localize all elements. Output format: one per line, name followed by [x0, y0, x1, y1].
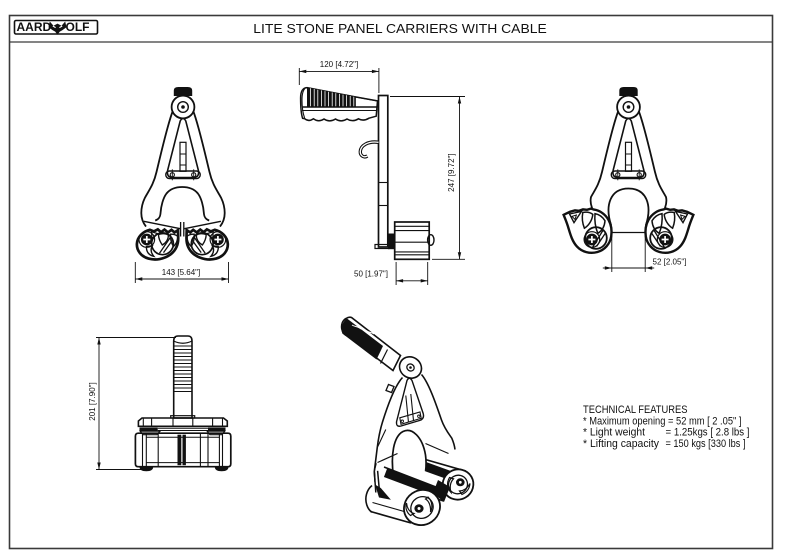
svg-text:AARD: AARD	[17, 20, 52, 34]
svg-text:52 [2.05"]: 52 [2.05"]	[653, 258, 687, 267]
svg-text:LITE STONE PANEL CARRIERS WIT: LITE STONE PANEL CARRIERS WITH CABLE	[253, 21, 547, 36]
svg-text:50 [1.97"]: 50 [1.97"]	[354, 270, 388, 279]
svg-text:TECHNICAL FEATURES: TECHNICAL FEATURES	[583, 404, 688, 416]
svg-text:* Lifting capacity: * Lifting capacity	[583, 438, 659, 450]
svg-text:247 [9.72"]: 247 [9.72"]	[447, 153, 456, 191]
svg-text:201 [7.90"]: 201 [7.90"]	[88, 382, 97, 420]
svg-text:143 [5.64"]: 143 [5.64"]	[162, 268, 200, 277]
svg-text:OLF: OLF	[66, 20, 90, 34]
svg-text:= 150 kgs [330 lbs ]: = 150 kgs [330 lbs ]	[666, 438, 746, 450]
svg-text:= 1.25kgs [ 2.8 lbs ]: = 1.25kgs [ 2.8 lbs ]	[666, 427, 750, 439]
svg-text:* Maximum opening = 52 mm [ 2: * Maximum opening = 52 mm [ 2 .05" ]	[583, 415, 742, 427]
svg-text:120 [4.72"]: 120 [4.72"]	[320, 60, 358, 69]
svg-text:* Light weight: * Light weight	[583, 427, 645, 439]
